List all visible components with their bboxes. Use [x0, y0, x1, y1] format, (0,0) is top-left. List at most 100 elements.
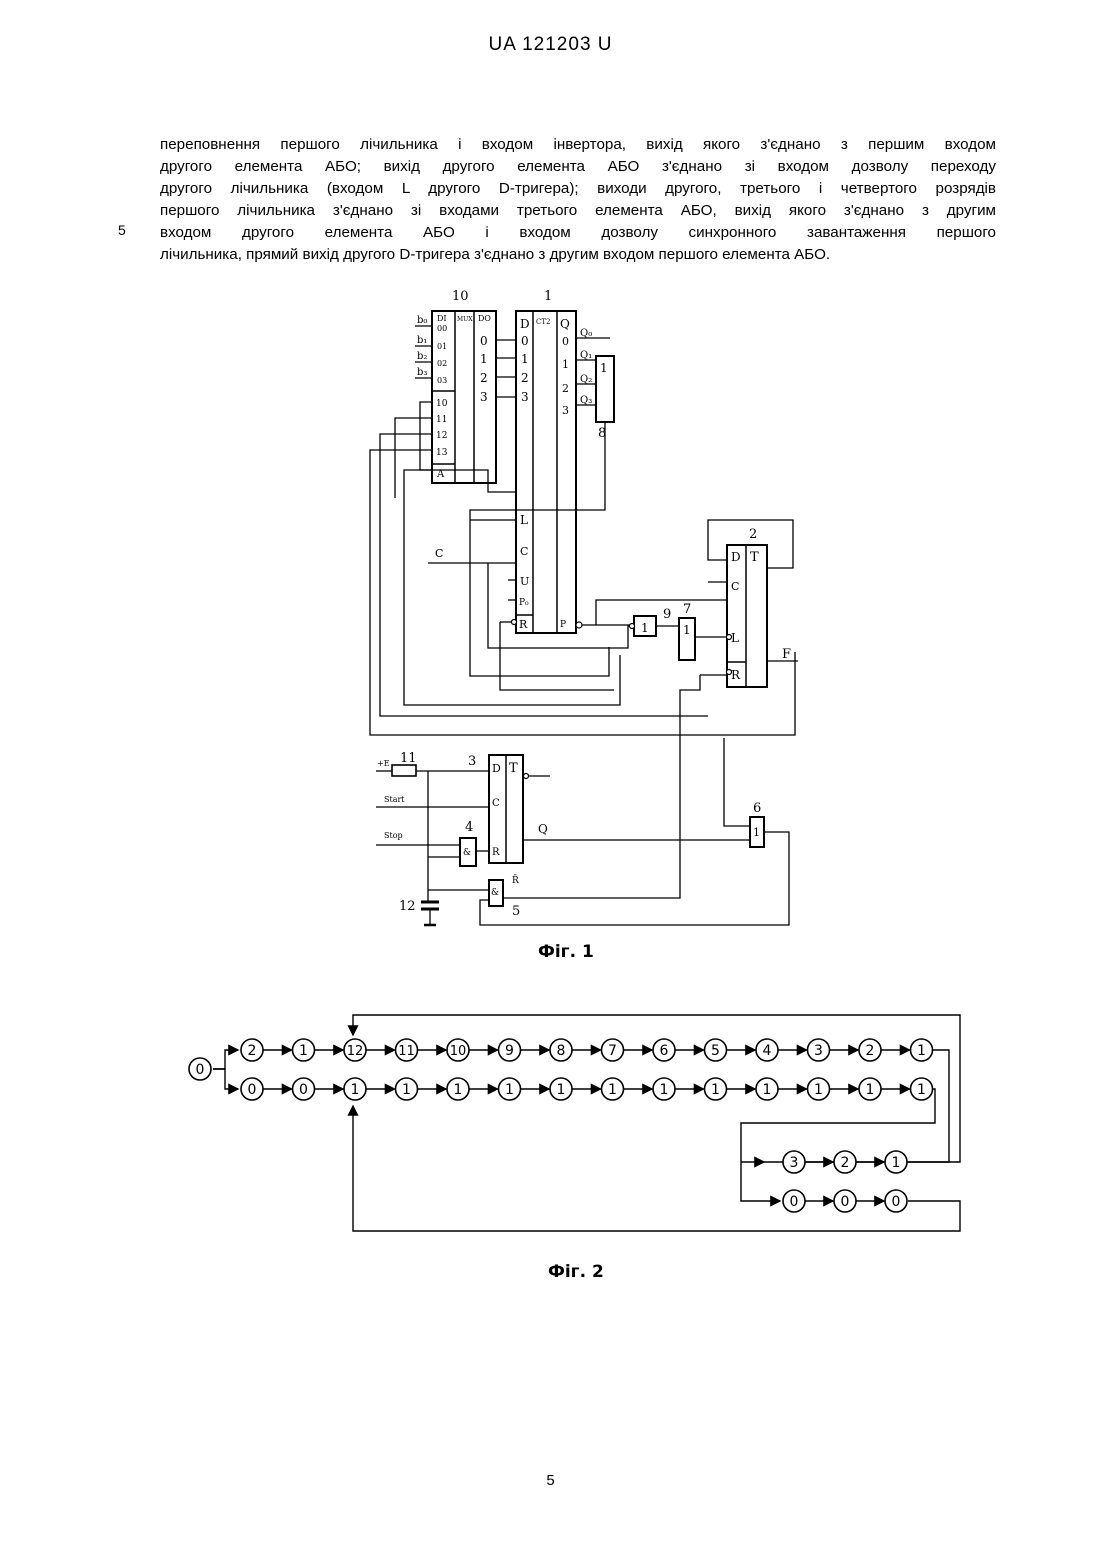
top-row-state-node-label: 4	[763, 1043, 772, 1059]
branch-top-state-node-label: 1	[892, 1155, 901, 1171]
bottom-row-state-node-label: 1	[454, 1082, 463, 1098]
block-number-label: 2	[749, 527, 757, 542]
mux-input-signal: b₂	[417, 351, 427, 362]
top-row-state-node-label: 9	[505, 1043, 514, 1059]
bottom-row-state-node-label: 1	[917, 1082, 926, 1098]
branch-top-state-node-label: 3	[790, 1155, 799, 1171]
plus-e-label: +E	[377, 759, 390, 768]
top-row-state-node-label: 1	[299, 1043, 308, 1059]
rbar-label: R̄	[512, 874, 519, 886]
mux-output-label: 2	[480, 371, 488, 385]
counter-d-input: 2	[521, 371, 529, 385]
trigger-d-input: D	[492, 762, 501, 775]
mux-input-label: 01	[437, 342, 447, 351]
counter-q-output: 0	[562, 335, 569, 348]
block-number-label: 5	[512, 904, 520, 919]
block-number-label: 1	[544, 289, 552, 304]
block-number-label: 4	[465, 820, 473, 835]
mux-address-label: A	[436, 469, 445, 480]
counter-q-output: 2	[562, 382, 569, 395]
mux-input-signal: b₃	[417, 367, 427, 378]
block-number-label: 11	[400, 751, 417, 766]
trigger-c-input: C	[731, 580, 739, 593]
top-row-state-node-label: 6	[660, 1043, 669, 1059]
counter-d-input: 3	[521, 390, 529, 404]
mux-input-signal: b₁	[417, 335, 427, 346]
line-number: 5	[118, 222, 126, 238]
or-gate-symbol: 1	[683, 623, 691, 637]
q-signal-label: Q₁	[580, 350, 592, 361]
bottom-row-state-node-label: 1	[608, 1082, 617, 1098]
paragraph-line: другого елемента АБО; вихід другого елем…	[160, 156, 996, 178]
q-signal-label: Q₃	[580, 395, 592, 406]
top-row-state-node-label: 11	[398, 1044, 415, 1059]
document-id-header: UA 121203 U	[0, 34, 1101, 56]
trigger-c-input: C	[492, 798, 500, 809]
and-gate-symbol: &	[463, 848, 471, 858]
mux-input-label: 02	[437, 359, 447, 368]
trigger-type-label: T	[750, 550, 759, 565]
or-gate-symbol: 1	[753, 826, 760, 839]
page-number: 5	[0, 1472, 1101, 1489]
counter-l-input: L	[520, 513, 528, 527]
block-number-label: 8	[598, 426, 606, 441]
block-number-label: 9	[663, 607, 671, 622]
counter-overflow-output: P	[560, 620, 566, 630]
paragraph-line: переповнення першого лічильника і входом…	[160, 134, 996, 156]
bottom-row-state-node-label: 1	[866, 1082, 875, 1098]
branch-bottom-state-node-label: 0	[790, 1194, 799, 1210]
mux-input-label: 00	[437, 324, 447, 333]
body-paragraph: переповнення першого лічильника і входом…	[160, 134, 996, 266]
paragraph-line: другого лічильника (входом L другого D-т…	[160, 178, 996, 200]
block-number-label: 3	[468, 754, 476, 769]
top-row-state-node-label: 3	[814, 1043, 823, 1059]
mux-input-label: 12	[436, 431, 447, 441]
mux-input-label: 03	[437, 376, 447, 385]
counter-d-input: 0	[521, 334, 529, 348]
trigger-type-label: T	[509, 761, 518, 776]
output-f-label: F	[782, 647, 791, 662]
mux-input-signal: b₀	[417, 315, 427, 326]
paragraph-line: першого лічильника з'єднано зі входами т…	[160, 200, 996, 222]
q-signal-label: Q₀	[580, 328, 592, 339]
mux-output-label: 3	[480, 390, 488, 404]
mux-label: MUX	[457, 316, 473, 323]
mux-do-label: DO	[478, 314, 491, 323]
mux-output-label: 0	[480, 334, 488, 348]
trigger-r-input: R	[731, 668, 741, 682]
bottom-row-state-node-label: 1	[814, 1082, 823, 1098]
mux-input-label: 13	[436, 448, 448, 458]
counter-q-label: Q	[560, 317, 570, 331]
mux-input-label: 10	[436, 399, 448, 409]
bottom-row-state-node-label: 0	[248, 1082, 257, 1098]
mux-di-label: DI	[437, 314, 447, 323]
counter-type-label: CT2	[536, 318, 550, 326]
top-row-state-node-label: 8	[557, 1043, 566, 1059]
counter-d-input: 1	[521, 352, 529, 366]
counter-d-label: D	[520, 317, 530, 331]
mux-input-label: 11	[436, 415, 447, 425]
clock-signal-label: C	[435, 547, 443, 560]
start-state-node-label: 0	[196, 1062, 205, 1078]
top-row-state-node-label: 1	[917, 1043, 926, 1059]
block-number-label: 6	[753, 801, 761, 816]
figure-1-circuit-diagram: 10 1 8 2 9 7 3 4 5 6 11 12 DI MUX DO 00 …	[360, 282, 820, 932]
trigger-r-input: R	[492, 847, 500, 858]
top-row-state-node-label: 12	[347, 1044, 364, 1059]
figure-2-caption: Фіг. 2	[548, 1262, 604, 1282]
block-number-label: 12	[399, 899, 416, 914]
bottom-row-state-node-label: 1	[402, 1082, 411, 1098]
figure-2-state-diagram: 02112111098765432100111111111111321000	[175, 1005, 975, 1240]
bottom-row-state-node-label: 1	[505, 1082, 514, 1098]
paragraph-line: лічильника, прямий вихід другого D-триге…	[160, 244, 996, 266]
or-gate-symbol: 1	[600, 361, 608, 375]
figure-1-caption: Фіг. 1	[538, 942, 594, 962]
paragraph-line: входом другого елемента АБО і входом доз…	[160, 222, 996, 244]
trigger-d-input: D	[731, 550, 741, 564]
counter-u-input: U	[520, 575, 529, 588]
top-row-state-node-label: 5	[711, 1043, 720, 1059]
counter-q-output: 3	[562, 404, 569, 417]
bottom-row-state-node-label: 1	[763, 1082, 772, 1098]
counter-q-output: 1	[562, 358, 569, 371]
top-row-state-node-label: 2	[248, 1043, 257, 1059]
